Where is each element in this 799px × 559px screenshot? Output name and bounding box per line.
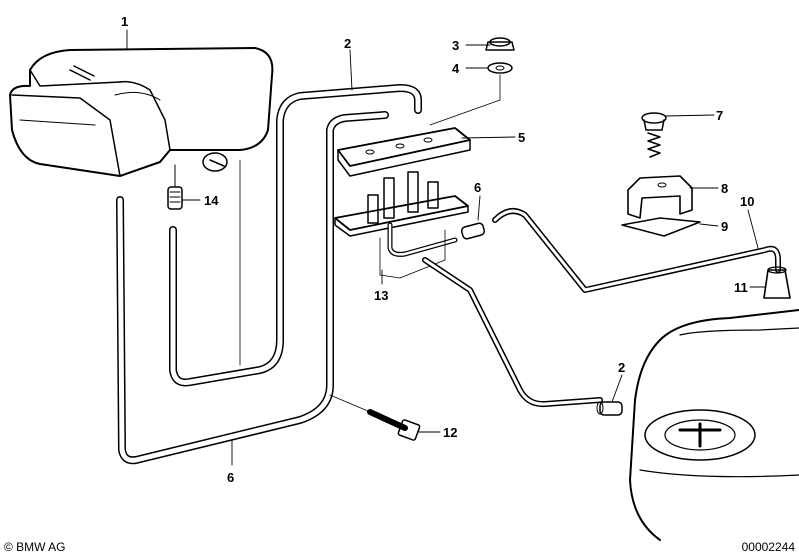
part-fitting-14	[167, 164, 183, 210]
part-bolt-12	[329, 394, 421, 441]
callout-2-bottom: 2	[618, 360, 625, 375]
callout-12: 12	[443, 425, 457, 440]
part-reservoir	[9, 47, 274, 177]
callout-6-top: 6	[474, 180, 481, 195]
document-number: 00002244	[741, 540, 795, 554]
callout-3: 3	[452, 38, 459, 53]
part-clamp	[621, 175, 701, 237]
callout-5: 5	[518, 130, 525, 145]
callout-14: 14	[204, 193, 219, 208]
part-sleeve-2	[596, 401, 623, 416]
callout-13: 13	[374, 288, 388, 303]
callout-11: 11	[734, 280, 748, 295]
part-pipe-10	[492, 208, 781, 293]
part-hose-long	[116, 84, 422, 465]
leader-lines	[126, 29, 767, 466]
part-bolt-7	[641, 112, 667, 158]
callout-6-bottom: 6	[227, 470, 234, 485]
callout-10: 10	[740, 194, 754, 209]
part-cap-11	[763, 266, 791, 299]
part-block-13	[334, 171, 603, 408]
part-tank	[629, 309, 799, 541]
callout-7: 7	[716, 108, 723, 123]
part-connector-6	[460, 222, 486, 240]
part-plate	[337, 127, 471, 177]
copyright-label: © BMW AG	[4, 540, 66, 554]
callout-1: 1	[121, 14, 128, 29]
callout-8: 8	[721, 181, 728, 196]
callout-2-top: 2	[344, 36, 351, 51]
callouts: 1 2 3 4 5 6 7 8 9 10 11 12 13 14 2 6	[121, 14, 754, 485]
callout-4: 4	[452, 61, 460, 76]
part-nut-washer	[429, 37, 515, 126]
callout-9: 9	[721, 219, 728, 234]
